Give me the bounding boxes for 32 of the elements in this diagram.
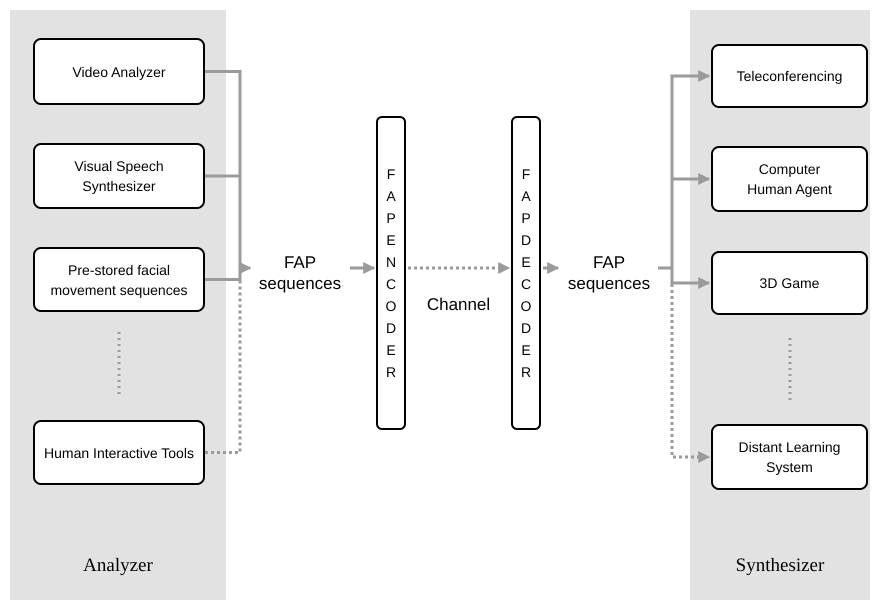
group-title: Analyzer [82, 554, 154, 578]
group-panel [10, 10, 226, 600]
process-box [711, 146, 868, 212]
process-box [711, 44, 868, 108]
arrow [543, 262, 560, 274]
process-box [33, 247, 205, 312]
vertical-label: FAP ENCODER [384, 165, 398, 382]
flow-label: FAP sequences [560, 250, 658, 296]
box-label: Human Interactive Tools [44, 444, 194, 462]
box-label: Pre-stored facial movement sequences [50, 260, 188, 300]
box-label: Computer Human Agent [746, 160, 833, 199]
process-box [711, 251, 868, 315]
box-label: 3D Game [760, 274, 820, 293]
arrow [658, 266, 710, 463]
group-panel [690, 10, 870, 600]
arrow [658, 266, 710, 289]
arrow [350, 262, 376, 274]
process-box [711, 424, 868, 490]
flow-label: FAP sequences [252, 250, 348, 296]
arrow [205, 262, 252, 454]
box-label: Distant Learning System [738, 438, 842, 477]
process-box [33, 420, 205, 485]
arrow [408, 262, 510, 274]
codec-box [376, 116, 406, 430]
process-box [33, 143, 205, 209]
box-label: Teleconferencing [736, 67, 842, 86]
process-box [33, 38, 205, 105]
group-title: Synthesizer [734, 554, 826, 578]
box-label: Video Analyzer [72, 62, 166, 82]
box-label: Visual Speech Synthesizer [73, 157, 165, 196]
codec-box [511, 116, 541, 430]
vertical-label: FAP DECODER [520, 165, 532, 382]
